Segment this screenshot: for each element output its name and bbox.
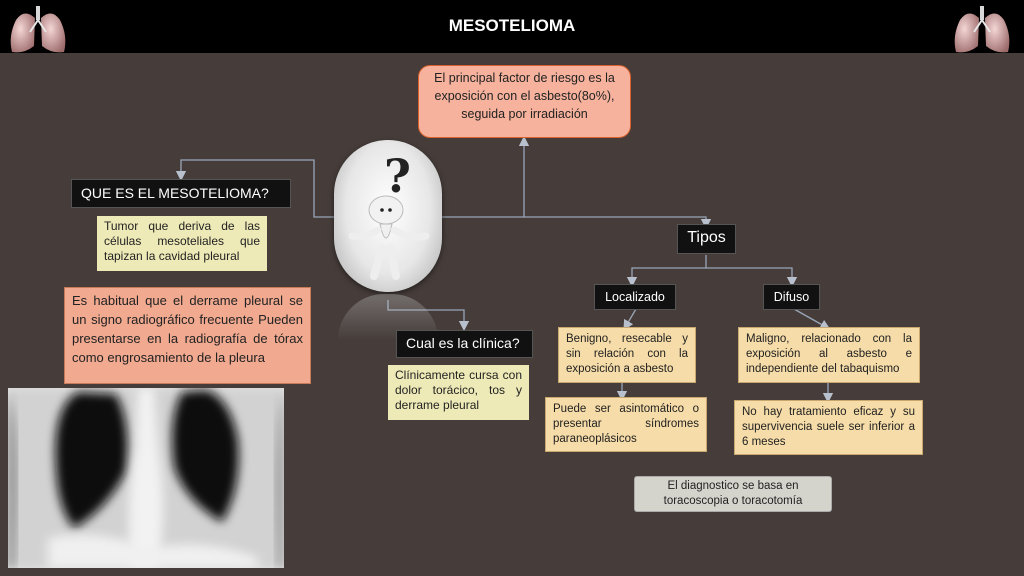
- risk-factor-box: El principal factor de riesgo es la expo…: [418, 65, 631, 138]
- diffuse-box: Difuso: [763, 284, 820, 310]
- diffuse-description-box: Maligno, relacionado con la exposición a…: [738, 327, 920, 383]
- what-is-label: QUE ES EL MESOTELIOMA?: [81, 185, 269, 201]
- diagnosis-box: El diagnostico se basa en toracoscopia o…: [634, 476, 832, 512]
- pleural-effusion-text: Es habitual que el derrame pleural se un…: [72, 293, 303, 365]
- page-title: MESOTELIOMA: [448, 16, 576, 35]
- diffuse-description-text: Maligno, relacionado con la exposición a…: [746, 333, 912, 375]
- pleural-effusion-box: Es habitual que el derrame pleural se un…: [64, 287, 311, 384]
- chest-xray-image: [8, 388, 284, 568]
- definition-box: Tumor que deriva de las células mesoteli…: [97, 216, 267, 271]
- localized-symptoms-box: Puede ser asintomático o presentar síndr…: [545, 397, 707, 452]
- clinical-question-label: Cual es la clínica?: [406, 335, 520, 351]
- localized-symptoms-text: Puede ser asintomático o presentar síndr…: [553, 403, 699, 445]
- lungs-icon: [954, 6, 1010, 53]
- diffuse-label: Difuso: [773, 290, 810, 304]
- diffuse-prognosis-box: No hay tratamiento eficaz y su supervive…: [734, 400, 923, 455]
- clinical-description-box: Clínicamente cursa con dolor torácico, t…: [388, 365, 529, 420]
- risk-factor-text: El principal factor de riesgo es la expo…: [434, 71, 615, 121]
- lungs-icon: [10, 6, 66, 53]
- what-is-mesothelioma-box: QUE ES EL MESOTELIOMA?: [71, 179, 291, 208]
- clinical-question-box: Cual es la clínica?: [396, 330, 533, 358]
- diffuse-prognosis-text: No hay tratamiento eficaz y su supervive…: [742, 406, 915, 448]
- definition-text: Tumor que deriva de las células mesoteli…: [104, 219, 260, 263]
- localized-description-text: Benigno, resecable y sin relación con la…: [566, 333, 688, 375]
- types-label: Tipos: [687, 229, 726, 246]
- question-mark-icon: ?: [384, 149, 411, 203]
- localized-description-box: Benigno, resecable y sin relación con la…: [558, 327, 696, 383]
- diagnosis-text: El diagnostico se basa en toracoscopia o…: [663, 480, 803, 507]
- localized-label: Localizado: [605, 290, 665, 304]
- title-bar: [0, 0, 1024, 53]
- thinking-figure-icon: ?: [334, 140, 442, 292]
- localized-box: Localizado: [594, 284, 676, 310]
- clinical-description-text: Clínicamente cursa con dolor torácico, t…: [395, 368, 522, 412]
- types-box: Tipos: [677, 224, 736, 254]
